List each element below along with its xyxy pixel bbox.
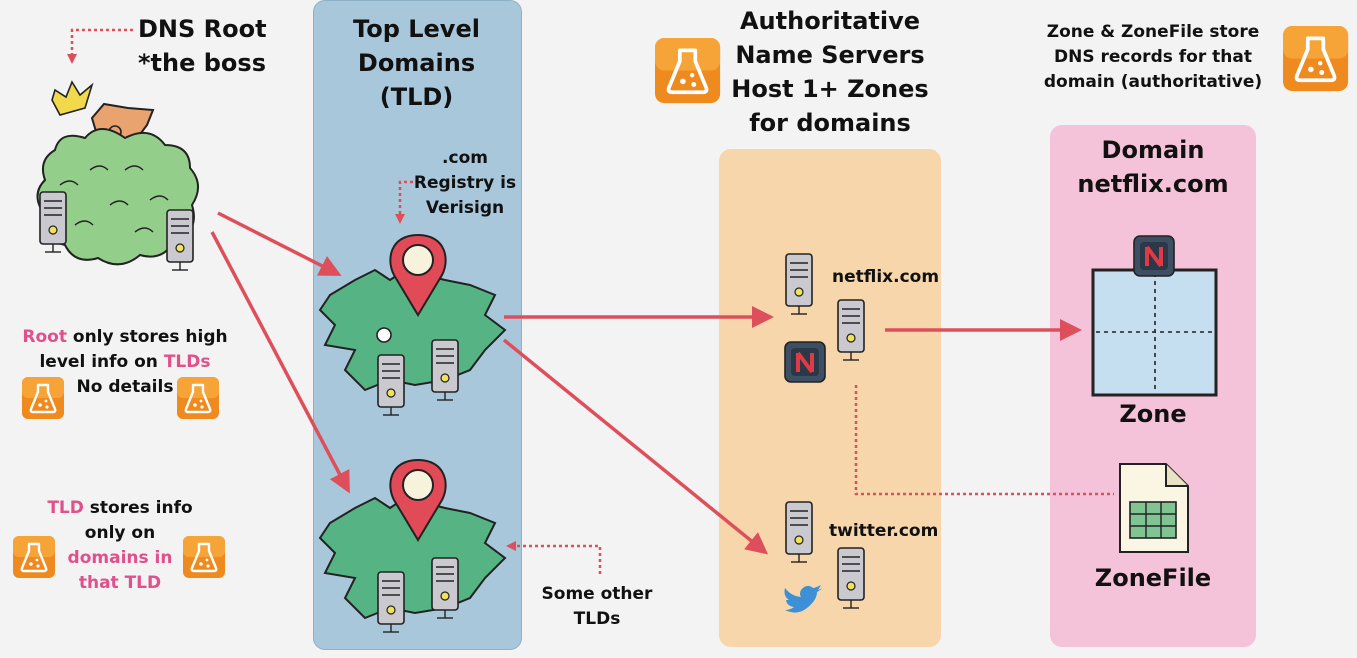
root-note-line-2: level info on TLDs	[10, 350, 240, 375]
authoritative-panel	[719, 149, 941, 647]
zone-netflix-logo-icon	[1133, 235, 1175, 277]
domain-title-line-1: Domain	[1101, 136, 1205, 164]
zone-icon	[1091, 268, 1218, 397]
other-tlds-line-2: TLDs	[573, 609, 621, 629]
tld-note-line-2: only on	[84, 523, 156, 543]
zone-note-line-3: domain (authoritative)	[1043, 72, 1263, 92]
twitter-server-label: twitter.com	[829, 521, 939, 541]
com-note-line-1: .com	[442, 148, 488, 168]
com-note-line-3: Verisign	[425, 198, 505, 218]
other-tlds-note: Some other TLDs	[535, 582, 659, 632]
dns-root-title-line-1: DNS Root	[138, 15, 267, 43]
map-dot	[376, 327, 392, 343]
com-note-line-2: Registry is	[413, 173, 517, 193]
com-tld-server-icon-1	[377, 354, 405, 416]
twitter-bird-icon	[784, 585, 823, 613]
authoritative-title-line-3: Host 1+ Zones	[731, 75, 929, 103]
tld-note-line-3: domains in	[67, 548, 173, 568]
tld-to-twitter-arrow	[502, 338, 769, 555]
other-tld-server-icon-1	[377, 571, 405, 633]
server-to-zonefile-link	[854, 385, 1114, 496]
tld-note-text-1: stores info	[83, 498, 193, 518]
tld-title: Top Level Domains (TLD)	[313, 12, 520, 114]
root-note-highlight-2: TLDs	[163, 352, 211, 372]
root-note-text-1: only stores high	[66, 327, 228, 347]
zone-note: Zone & ZoneFile store DNS records for th…	[1038, 20, 1268, 95]
flask-icon-zone	[1281, 24, 1350, 93]
com-registry-note: .com Registry is Verisign	[410, 146, 520, 221]
zone-note-line-2: DNS records for that	[1054, 47, 1252, 67]
zone-label: Zone	[1119, 400, 1187, 428]
authoritative-title-line-4: for domains	[749, 109, 911, 137]
dns-root-title: DNS Root *the boss	[138, 12, 267, 80]
root-note-line-3: No details	[76, 377, 174, 397]
other-tlds-pointer	[506, 541, 602, 574]
root-note-text-2: level info on	[39, 352, 164, 372]
root-to-com-arrow	[217, 211, 342, 276]
tld-title-line-2: Domains	[357, 49, 476, 77]
root-server-icon-1	[39, 191, 67, 253]
other-tld-server-icon-2	[431, 557, 459, 619]
tld-title-line-1: Top Level	[353, 15, 480, 43]
netflix-server-label: netflix.com	[832, 267, 940, 287]
dns-root-title-line-2: *the boss	[138, 49, 266, 77]
twitter-server-icon-2	[837, 547, 865, 609]
domain-title-line-2: netflix.com	[1077, 170, 1229, 198]
authoritative-title: Authoritative Name Servers Host 1+ Zones…	[720, 4, 940, 140]
netflix-logo-icon	[784, 341, 826, 383]
root-note: Root only stores high level info on TLDs…	[10, 325, 240, 400]
tld-note-line-4: that TLD	[78, 573, 162, 593]
tld-note: TLD stores info only on domains in that …	[10, 496, 230, 596]
zone-note-line-1: Zone & ZoneFile store	[1046, 22, 1260, 42]
flask-icon-auth	[653, 36, 722, 105]
authoritative-title-line-1: Authoritative	[739, 7, 921, 35]
root-pointer-arrow	[67, 28, 133, 64]
root-note-line-1: Root only stores high	[10, 325, 240, 350]
com-tld-server-icon-2	[431, 339, 459, 401]
root-note-highlight-1: Root	[22, 327, 67, 347]
tld-note-highlight-1: TLD	[47, 498, 84, 518]
twitter-server-icon-1	[785, 501, 813, 563]
netflix-server-icon-1	[785, 253, 813, 315]
tld-note-line-1: TLD stores info	[10, 496, 230, 521]
tld-title-line-3: (TLD)	[379, 83, 454, 111]
netflix-server-icon-2	[837, 299, 865, 361]
domain-title: Domain netflix.com	[1050, 133, 1256, 201]
root-server-icon-2	[166, 209, 194, 271]
zonefile-label: ZoneFile	[1094, 564, 1212, 592]
authoritative-title-line-2: Name Servers	[735, 41, 925, 69]
com-note-pointer	[395, 180, 413, 224]
zonefile-document-icon	[1119, 463, 1189, 553]
other-tlds-line-1: Some other	[541, 584, 653, 604]
root-to-other-tld-arrow	[210, 231, 350, 494]
